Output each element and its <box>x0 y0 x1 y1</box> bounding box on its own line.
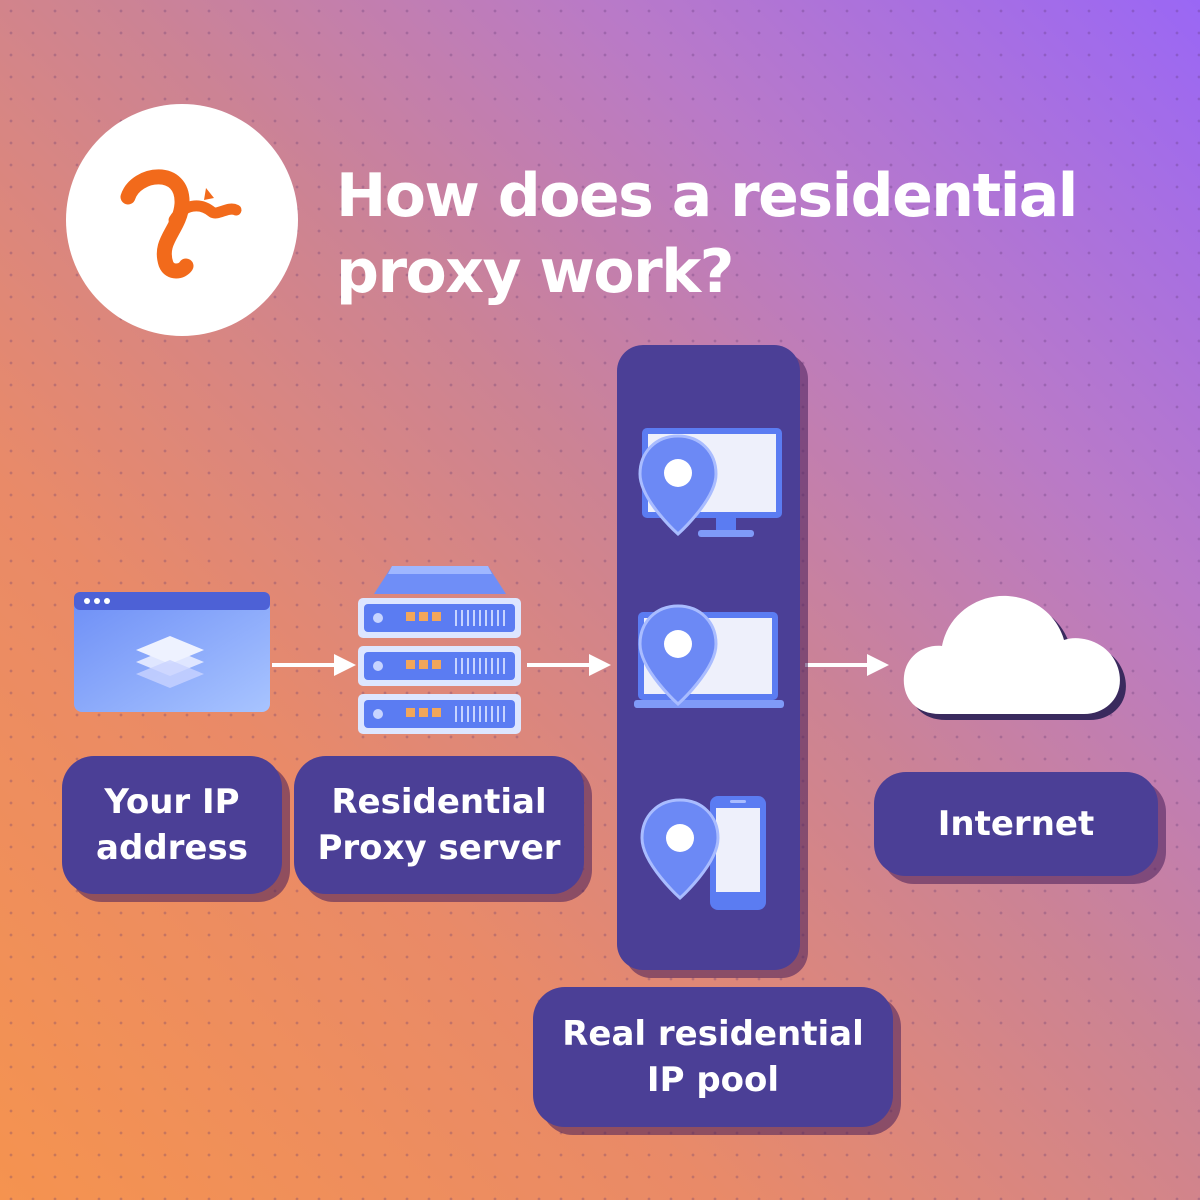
browser-window-icon <box>74 592 270 712</box>
label-pool-line-2: IP pool <box>646 1060 780 1100</box>
squirrel-logo-icon <box>120 169 242 279</box>
server-rack-icon <box>358 566 521 734</box>
arrow-right-icon <box>527 654 611 676</box>
title-line-1: How does a residential <box>336 161 1078 231</box>
logo-badge <box>66 104 298 336</box>
label-internet: Internet <box>874 772 1158 876</box>
label-proxy-line-1: Residential <box>331 782 547 822</box>
label-pool-line-1: Real residential <box>562 1014 864 1054</box>
phone-location-icon <box>640 796 766 910</box>
label-proxy-line-2: Proxy server <box>317 828 561 868</box>
label-real-residential-ip-pool: Real residential IP pool <box>533 987 893 1127</box>
arrow-right-icon <box>272 654 356 676</box>
label-internet-text: Internet <box>937 804 1095 844</box>
laptop-location-icon <box>634 604 784 708</box>
label-your-ip-line-2: address <box>96 828 248 868</box>
cloud-icon <box>903 595 1126 720</box>
arrow-right-icon <box>805 654 889 676</box>
page-title: How does a residential proxy work? <box>336 158 1166 310</box>
label-residential-proxy-server: Residential Proxy server <box>294 756 584 894</box>
desktop-location-icon <box>638 428 782 537</box>
title-line-2: proxy work? <box>336 237 734 307</box>
label-your-ip-address: Your IP address <box>62 756 282 894</box>
label-your-ip-line-1: Your IP <box>104 782 240 822</box>
